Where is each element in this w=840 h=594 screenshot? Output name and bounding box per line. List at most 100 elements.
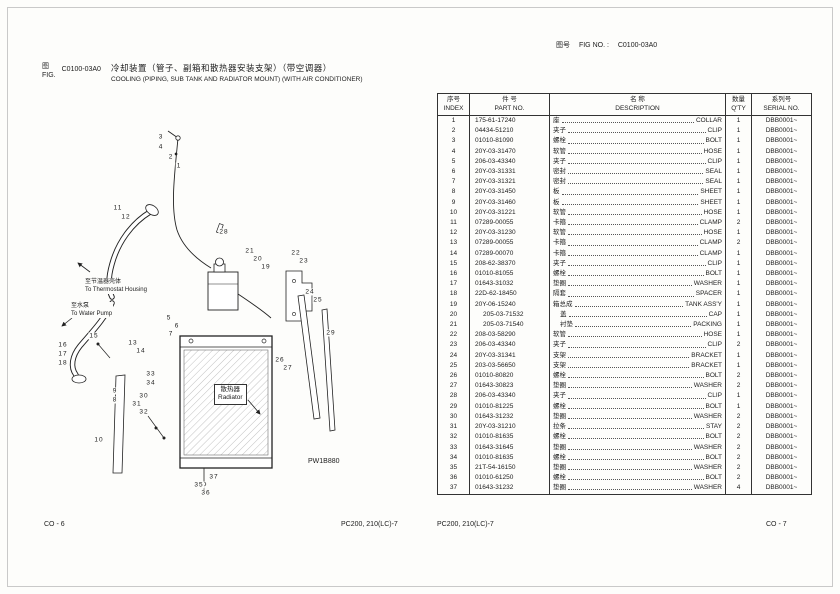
row-name-en: CLIP bbox=[707, 259, 722, 267]
row-serial: DBB0001~ bbox=[751, 452, 812, 463]
table-row: 4 20Y-03-31470 软管 HOSE 1 DBB0001~ bbox=[437, 146, 812, 157]
row-qty: 2 bbox=[725, 371, 752, 382]
leader-dots bbox=[561, 201, 699, 205]
table-row: 30 01643-31232 垫圈 WASHER 2 DBB0001~ bbox=[437, 411, 812, 423]
col-part-no: 件 号 PART NO. bbox=[469, 93, 550, 116]
exploded-view-diagram: 至节温器壳体 To Thermostat Housing 至水泵 To Wate… bbox=[28, 96, 432, 520]
table-row: 17 01643-31032 垫圈 WASHER 1 DBB0001~ bbox=[437, 279, 812, 290]
row-qty: 1 bbox=[725, 350, 752, 361]
row-description: 卡箍 CLAMP bbox=[549, 218, 726, 229]
row-qty: 4 bbox=[725, 483, 752, 495]
row-serial: DBB0001~ bbox=[751, 320, 812, 331]
leader-dots bbox=[568, 446, 692, 450]
row-index: 6 bbox=[437, 167, 470, 178]
callout-27: 27 bbox=[282, 364, 294, 372]
col-qty: 数量 Q'TY bbox=[725, 93, 752, 116]
fig-label-en: FIG. bbox=[42, 72, 56, 79]
row-part-no: 01643-31232 bbox=[469, 483, 550, 495]
row-name-cn: 卡箍 bbox=[553, 239, 566, 247]
row-part-no: 20Y-03-31470 bbox=[469, 146, 550, 157]
row-qty: 1 bbox=[725, 126, 752, 137]
row-description: 卡箍 CLAMP bbox=[549, 248, 726, 259]
row-serial: DBB0001~ bbox=[751, 473, 812, 484]
row-name-cn: 卡箍 bbox=[553, 249, 566, 257]
row-name-en: WASHER bbox=[693, 412, 722, 420]
row-qty: 1 bbox=[725, 177, 752, 188]
row-description: 座 COLLAR bbox=[549, 115, 726, 127]
row-serial: DBB0001~ bbox=[751, 146, 812, 157]
leader-dots bbox=[574, 303, 684, 307]
thermostat-label-en: To Thermostat Housing bbox=[85, 287, 147, 293]
callout-22: 22 bbox=[290, 249, 302, 257]
row-name-cn: 垫圈 bbox=[553, 484, 566, 492]
leader-dots bbox=[575, 323, 692, 328]
row-qty: 2 bbox=[725, 422, 752, 433]
row-qty: 1 bbox=[725, 167, 752, 178]
row-qty: 2 bbox=[725, 381, 752, 392]
parts-table-body: 1 175-61-17240 座 COLLAR 1 DBB0001~ 2 044… bbox=[437, 115, 812, 495]
row-name-en: CLIP bbox=[707, 157, 722, 165]
callout-37: 37 bbox=[208, 473, 220, 481]
row-name-en: SEAL bbox=[705, 178, 722, 186]
row-qty: 1 bbox=[725, 146, 752, 157]
row-name-cn: 垫圈 bbox=[553, 280, 566, 288]
row-qty: 2 bbox=[725, 432, 752, 443]
row-name-en: CLAMP bbox=[699, 219, 722, 227]
row-index: 2 bbox=[437, 126, 470, 137]
row-index: 24 bbox=[437, 350, 470, 361]
callout-8: 8 bbox=[111, 396, 119, 404]
row-name-en: BOLT bbox=[705, 474, 723, 482]
row-description: 夹子 CLIP bbox=[549, 391, 726, 402]
row-name-cn: 密封 bbox=[553, 178, 566, 186]
leader-dots bbox=[568, 415, 692, 419]
row-serial: DBB0001~ bbox=[751, 177, 812, 188]
table-header-row: 序号 INDEX 件 号 PART NO. 名 称 DESCRIPTION 数量… bbox=[437, 93, 812, 116]
row-index: 33 bbox=[437, 442, 470, 453]
leader-dots bbox=[568, 333, 702, 338]
table-row: 27 01643-30823 垫圈 WASHER 2 DBB0001~ bbox=[437, 381, 812, 392]
row-description: 垫圈 WASHER bbox=[549, 411, 726, 423]
row-name-cn: 软管 bbox=[553, 208, 566, 216]
leader-dots bbox=[568, 293, 694, 297]
leader-dots bbox=[568, 272, 704, 277]
row-part-no: 205-03-71532 bbox=[469, 309, 550, 321]
row-index: 17 bbox=[437, 279, 470, 290]
row-index: 19 bbox=[437, 299, 470, 310]
leader-dots bbox=[568, 466, 692, 470]
row-name-en: SPACER bbox=[695, 290, 722, 298]
table-row: 26 01010-80820 螺栓 BOLT 2 DBB0001~ bbox=[437, 371, 812, 382]
row-index: 34 bbox=[437, 452, 470, 463]
row-name-en: WASHER bbox=[693, 280, 722, 288]
water-pump-label: 至水泵 To Water Pump bbox=[70, 302, 114, 318]
callout-14: 14 bbox=[135, 347, 147, 355]
row-description: 卡箍 CLAMP bbox=[549, 238, 726, 249]
row-serial: DBB0001~ bbox=[751, 228, 812, 239]
radiator-label-cn: 散热器 bbox=[220, 386, 241, 393]
row-description: 软管 HOSE bbox=[549, 146, 726, 157]
row-name-cn: 螺栓 bbox=[553, 474, 566, 482]
row-part-no: 203-03-56650 bbox=[469, 360, 550, 372]
leader-dots bbox=[568, 180, 704, 185]
row-description: 螺栓 BOLT bbox=[549, 269, 726, 280]
row-serial: DBB0001~ bbox=[751, 462, 812, 474]
row-index: 35 bbox=[437, 462, 470, 474]
row-name-en: SHEET bbox=[700, 188, 722, 196]
row-serial: DBB0001~ bbox=[751, 299, 812, 310]
callout-33: 33 bbox=[145, 370, 157, 378]
row-index: 15 bbox=[437, 258, 470, 270]
callout-26: 26 bbox=[274, 356, 286, 364]
callout-11: 11 bbox=[112, 204, 124, 212]
row-serial: DBB0001~ bbox=[751, 187, 812, 198]
row-name-cn: 软管 bbox=[553, 147, 566, 155]
row-description: 衬垫 PACKING bbox=[549, 320, 726, 331]
col-description-cn: 名 称 bbox=[630, 96, 645, 103]
row-part-no: 01643-30823 bbox=[469, 381, 550, 392]
callout-31: 31 bbox=[131, 400, 143, 408]
row-name-en: HOSE bbox=[703, 208, 722, 216]
row-part-no: 20Y-03-31331 bbox=[469, 167, 550, 178]
row-description: 支架 BRACKET bbox=[549, 350, 726, 361]
callout-23: 23 bbox=[298, 257, 310, 265]
row-name-cn: 隔套 bbox=[553, 290, 566, 298]
row-description: 隔套 SPACER bbox=[549, 289, 726, 300]
radiator-label: 散热器 Radiator bbox=[214, 384, 247, 405]
